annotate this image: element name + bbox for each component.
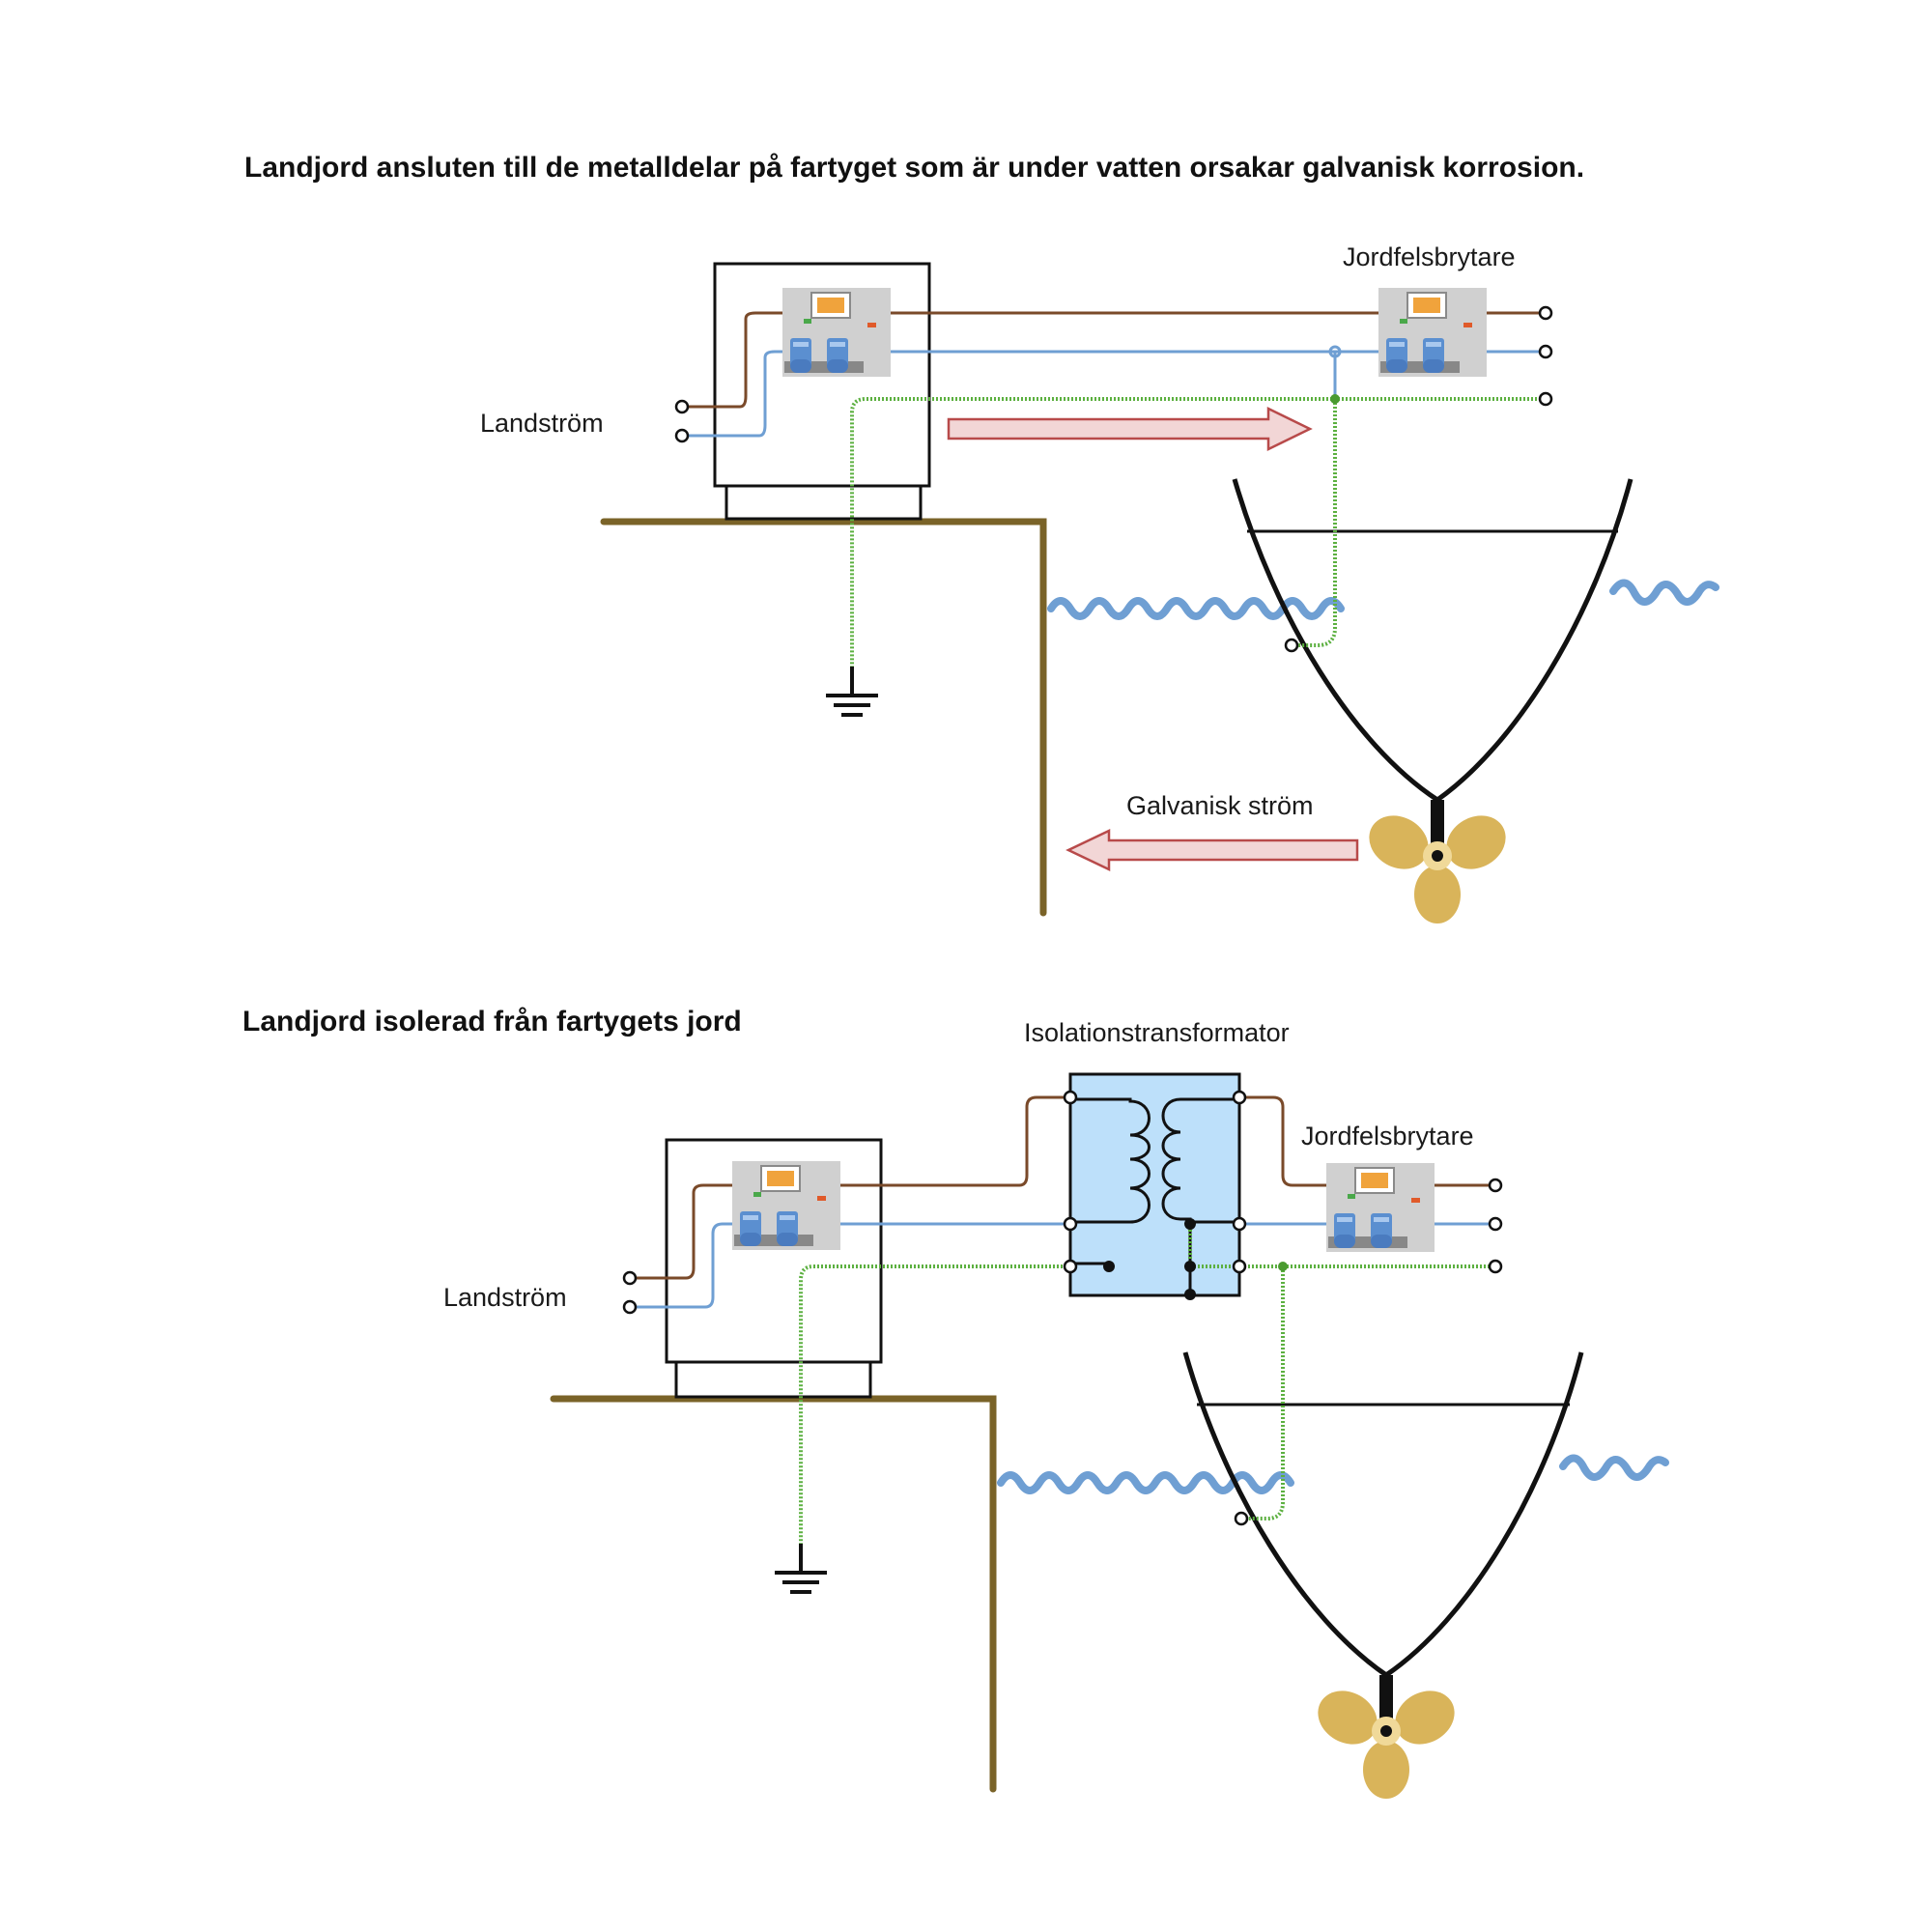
bottom-phase-wire-secondary xyxy=(1239,1095,1492,1187)
top-hull-earth-terminal xyxy=(1284,638,1299,653)
bottom-earth-node xyxy=(1278,1262,1288,1271)
top-shore-terminal-neutral xyxy=(674,428,690,443)
xfmr-primary-terminal-earth xyxy=(1063,1259,1078,1274)
top-galvanic-arrow-left-icon xyxy=(1065,829,1359,871)
bottom-boat-terminal-earth xyxy=(1488,1259,1503,1274)
top-water-left xyxy=(1047,597,1345,620)
top-earth-node xyxy=(1330,394,1340,404)
top-boat-rcd xyxy=(1378,287,1488,378)
bottom-section: Landjord isolerad från fartygets jord La… xyxy=(242,1006,1669,1799)
top-shore-power-label: Landström xyxy=(480,409,604,438)
xfmr-secondary-neutral-node xyxy=(1184,1218,1196,1230)
bottom-quay xyxy=(550,1395,997,1793)
bottom-boat-terminal-phase xyxy=(1488,1178,1503,1193)
secondary-coil xyxy=(1161,1097,1236,1224)
top-earth-wire xyxy=(850,397,1541,667)
bottom-shore-terminal-neutral xyxy=(622,1299,638,1315)
xfmr-secondary-earth-node xyxy=(1184,1261,1196,1272)
bottom-phase-wire-primary xyxy=(631,1095,1070,1280)
top-galvanic-current-label: Galvanisk ström xyxy=(1126,791,1314,820)
xfmr-primary-terminal-neutral xyxy=(1063,1216,1078,1232)
top-shore-rcd xyxy=(781,287,892,378)
top-neutral-wire xyxy=(682,350,1541,438)
bottom-boat-hull xyxy=(1182,1351,1584,1725)
xfmr-core-node xyxy=(1184,1289,1196,1300)
bottom-rcd-label: Jordfelsbrytare xyxy=(1301,1122,1474,1151)
xfmr-secondary-terminal-earth xyxy=(1232,1259,1247,1274)
top-shore-terminal-phase xyxy=(674,399,690,414)
top-rcd-label: Jordfelsbrytare xyxy=(1343,242,1516,271)
top-boat-hull xyxy=(1232,478,1634,848)
top-quay xyxy=(600,518,1047,917)
bottom-shore-power-label: Landström xyxy=(443,1283,567,1312)
top-section: Landjord ansluten till de metalldelar på… xyxy=(244,152,1719,923)
bottom-shore-earth-wire xyxy=(799,1264,1070,1544)
top-neutral-node xyxy=(1328,345,1342,358)
bottom-transformer-label: Isolationstransformator xyxy=(1024,1018,1290,1047)
primary-coil xyxy=(1072,1097,1151,1224)
isolation-transformer xyxy=(1068,1072,1241,1297)
top-arrow-right-icon xyxy=(947,406,1313,452)
top-boat-terminal-phase xyxy=(1538,305,1553,321)
bottom-boat-rcd xyxy=(1325,1162,1435,1253)
bottom-ground-icon xyxy=(773,1542,829,1594)
xfmr-primary-earth-node xyxy=(1103,1261,1115,1272)
bottom-water-left xyxy=(997,1471,1294,1494)
bottom-hull-earth-terminal xyxy=(1234,1511,1249,1526)
xfmr-secondary-terminal-neutral xyxy=(1232,1216,1247,1232)
bottom-neutral-wire-primary xyxy=(631,1222,1070,1309)
xfmr-secondary-terminal-phase xyxy=(1232,1090,1247,1105)
top-boat-terminal-neutral xyxy=(1538,344,1553,359)
bottom-shore-terminal-phase xyxy=(622,1270,638,1286)
bottom-boat-terminal-neutral xyxy=(1488,1216,1503,1232)
bottom-water-right xyxy=(1559,1454,1669,1481)
top-boat-terminal-earth xyxy=(1538,391,1553,407)
bottom-shore-rcd xyxy=(731,1160,841,1251)
top-water-right xyxy=(1609,579,1719,606)
top-ground-icon xyxy=(824,665,880,717)
xfmr-primary-terminal-phase xyxy=(1063,1090,1078,1105)
bottom-section-title: Landjord isolerad från fartygets jord xyxy=(242,1006,742,1037)
top-section-title: Landjord ansluten till de metalldelar på… xyxy=(244,152,1584,184)
top-phase-wire xyxy=(682,311,1541,409)
